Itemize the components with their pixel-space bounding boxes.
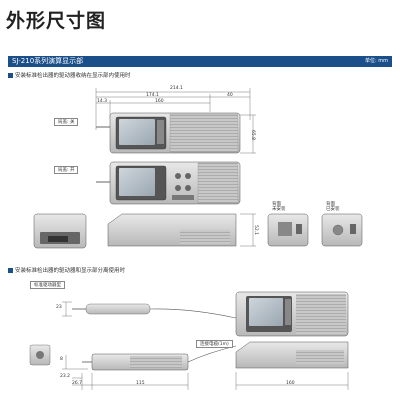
- separated-side-view: [235, 341, 349, 369]
- dim-160-top: 160: [155, 99, 164, 104]
- bullet-icon: [8, 268, 13, 273]
- note-separated-mode: 安装标准检出器的驱动器和显示部分离使用时: [8, 266, 125, 274]
- device-side-view: [107, 213, 256, 247]
- device-cover-closed: [96, 112, 241, 154]
- back-view-uninstalled: [267, 213, 309, 247]
- section-header: SJ-210系列演算显示部 单位: mm: [8, 56, 392, 67]
- page-title: 外形尺寸图: [6, 10, 107, 32]
- bottom-dimension-lines: [62, 301, 349, 390]
- dim-8: 8: [60, 357, 63, 362]
- dim-214-1: 214.1: [170, 86, 183, 91]
- separated-display-unit: [235, 291, 349, 337]
- dim-23: 23: [56, 305, 62, 310]
- device-cover-open: [96, 161, 241, 205]
- dim-174-1: 174.1: [146, 93, 159, 98]
- dim-23-2: 23.2: [60, 374, 71, 379]
- dim-14-3: 14.3: [97, 99, 108, 104]
- label-back-installed: 背面 已安装: [326, 202, 340, 213]
- dim-160-bottom: 160: [286, 381, 295, 386]
- dim-40: 40: [227, 93, 233, 98]
- tag-cover-open: 局盖: 开: [54, 166, 79, 174]
- label-back-uninstalled: 背面 未安装: [272, 202, 286, 213]
- back-view-installed: [321, 213, 363, 247]
- dim-52-1: 52.1: [253, 225, 258, 236]
- note-stored-mode-text: 安装标准检出器的驱动器收纳在显示部内使用时: [15, 73, 131, 79]
- dim-115: 115: [136, 381, 145, 386]
- drive-unit-bottom: [29, 344, 237, 371]
- device-front-view: [33, 213, 87, 249]
- top-dimension-lines: [95, 88, 256, 154]
- unit-label: 单位: mm: [364, 58, 388, 64]
- detector-probe-top: [72, 303, 237, 319]
- dim-65-8: 65.8: [250, 130, 255, 141]
- note-separated-mode-text: 安装标准检出器的驱动器和显示部分离使用时: [15, 268, 126, 274]
- tag-cable: 连接电缆(1m): [196, 340, 233, 348]
- note-stored-mode: 安装标准检出器的驱动器收纳在显示部内使用时: [8, 71, 131, 79]
- bullet-icon: [8, 73, 13, 78]
- tag-cover-closed: 局盖: 关: [54, 118, 79, 126]
- tag-standard-drive: 标准驱动器型: [30, 281, 65, 289]
- dim-26-7: 26.7: [72, 381, 83, 386]
- section-title: SJ-210系列演算显示部: [12, 57, 84, 65]
